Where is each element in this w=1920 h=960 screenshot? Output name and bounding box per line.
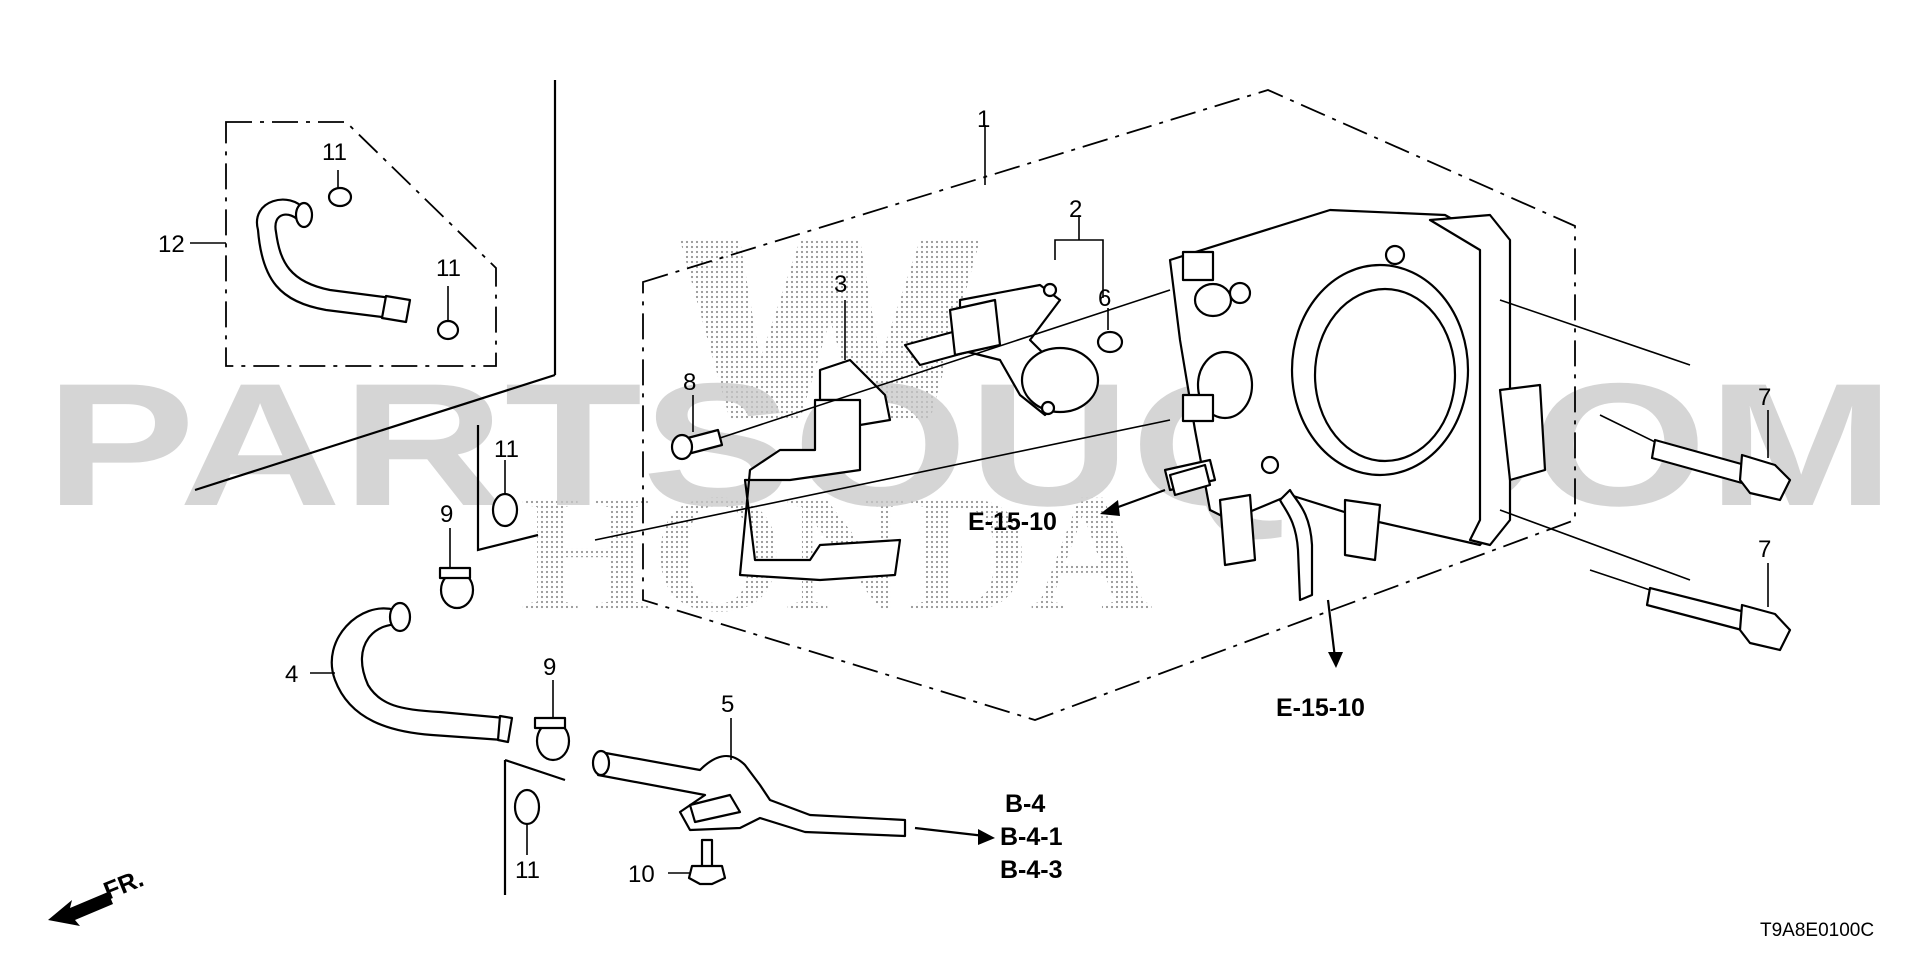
callout-11-lower: 11 xyxy=(515,857,540,884)
callout-11-inset-a: 11 xyxy=(322,139,347,166)
sensor-2 xyxy=(903,282,1100,417)
callout-7-upper: 7 xyxy=(1758,384,1771,411)
clamp-11-lower xyxy=(513,788,541,826)
callout-5: 5 xyxy=(721,691,734,718)
bracket-3 xyxy=(738,358,902,582)
o-ring-6 xyxy=(1096,330,1124,354)
watermark-text: PARTSOUQ.COM xyxy=(45,348,1895,543)
ref-e-15-10-b: E-15-10 xyxy=(1276,694,1365,722)
callout-11-middle: 11 xyxy=(494,436,519,463)
pipe-5 xyxy=(591,749,907,838)
assembly-1-boundary xyxy=(642,89,1576,721)
front-label: FR. xyxy=(100,865,148,906)
front-arrow-icon xyxy=(48,892,113,926)
ref-arrow-b xyxy=(914,826,995,845)
callout-6: 6 xyxy=(1098,285,1111,312)
callout-12: 12 xyxy=(158,231,185,258)
diagram-code: T9A8E0100C xyxy=(1760,920,1874,941)
ref-b-4-3: B-4-3 xyxy=(1000,856,1063,884)
hose-12-inset xyxy=(190,121,497,367)
callout-11-inset-b: 11 xyxy=(436,255,461,282)
hose-4 xyxy=(330,601,514,744)
ref-e-15-10-a: E-15-10 xyxy=(968,508,1057,536)
bolt-7-upper xyxy=(1650,438,1792,502)
clamp-9-upper xyxy=(438,566,475,610)
callout-2: 2 xyxy=(1069,196,1082,223)
bolt-10 xyxy=(687,838,727,886)
callout-10: 10 xyxy=(628,861,655,888)
ref-arrow-e-2 xyxy=(1326,599,1343,668)
clamp-9-lower xyxy=(533,716,571,762)
clamp-11-middle xyxy=(491,492,519,528)
divider-clamp-11-lower xyxy=(503,758,566,895)
bolt-7-lower xyxy=(1645,586,1792,652)
bolt-8 xyxy=(670,428,724,461)
ref-b-4-1: B-4-1 xyxy=(1000,823,1063,851)
divider-diagonal xyxy=(194,373,556,492)
callout-1: 1 xyxy=(977,106,990,133)
callout-8: 8 xyxy=(683,369,696,396)
callout-7-lower: 7 xyxy=(1758,536,1771,563)
divider-clamp-11-upper xyxy=(476,425,539,552)
callout-9-upper: 9 xyxy=(440,501,453,528)
callout-4: 4 xyxy=(285,661,298,688)
callout-9-lower: 9 xyxy=(543,654,556,681)
throttle-body xyxy=(1163,208,1547,602)
ref-b-4: B-4 xyxy=(1005,790,1045,818)
ref-arrow-e-1 xyxy=(1100,463,1212,516)
callout-3: 3 xyxy=(834,271,847,298)
